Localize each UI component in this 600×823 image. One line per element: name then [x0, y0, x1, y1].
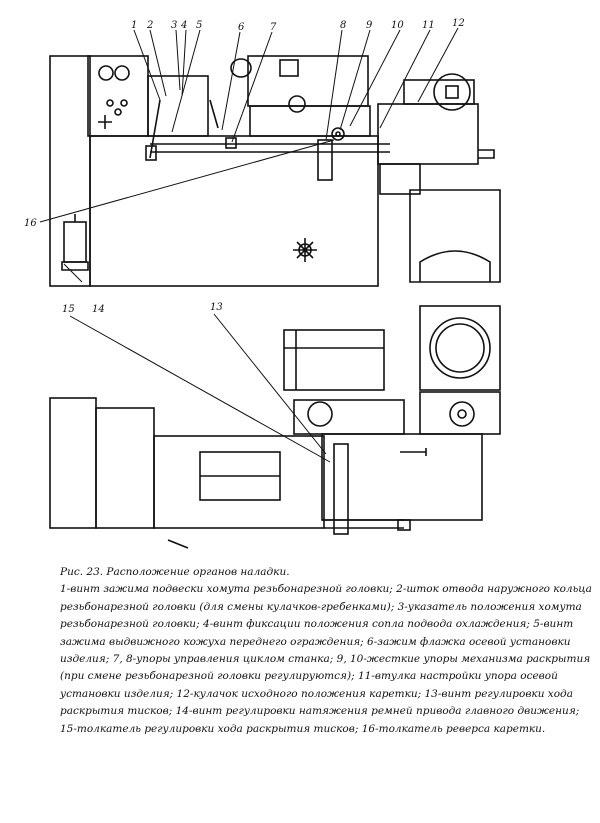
front-elevation	[49, 55, 501, 287]
callout-3: 3	[171, 20, 177, 31]
callout-5: 5	[196, 20, 202, 31]
machine-drawing: 1 2 3 4 5 6 7 8 9 10 11 12 16 14 15 13	[24, 18, 501, 549]
callout-7: 7	[270, 22, 277, 33]
plan-view	[49, 305, 501, 549]
callout-11: 11	[422, 20, 435, 31]
callout-1: 1	[131, 20, 137, 31]
callout-15: 15	[62, 304, 75, 315]
callout-10: 10	[391, 20, 404, 31]
callout-13: 13	[210, 302, 223, 313]
figure-caption: Рис. 23. Расположение органов наладки. 1…	[60, 564, 596, 738]
callout-12: 12	[452, 18, 465, 29]
leader-lines	[39, 27, 459, 463]
callout-14: 14	[92, 304, 105, 315]
callout-6: 6	[238, 22, 245, 33]
caption-body: 1-винт зажима подвески хомута резьбонаре…	[60, 583, 592, 735]
callout-9: 9	[366, 20, 373, 31]
callout-16: 16	[24, 218, 37, 229]
callout-2: 2	[146, 20, 153, 31]
callout-8: 8	[340, 20, 346, 31]
callout-4: 4	[180, 20, 187, 31]
caption-title: Рис. 23. Расположение органов наладки.	[60, 566, 290, 578]
